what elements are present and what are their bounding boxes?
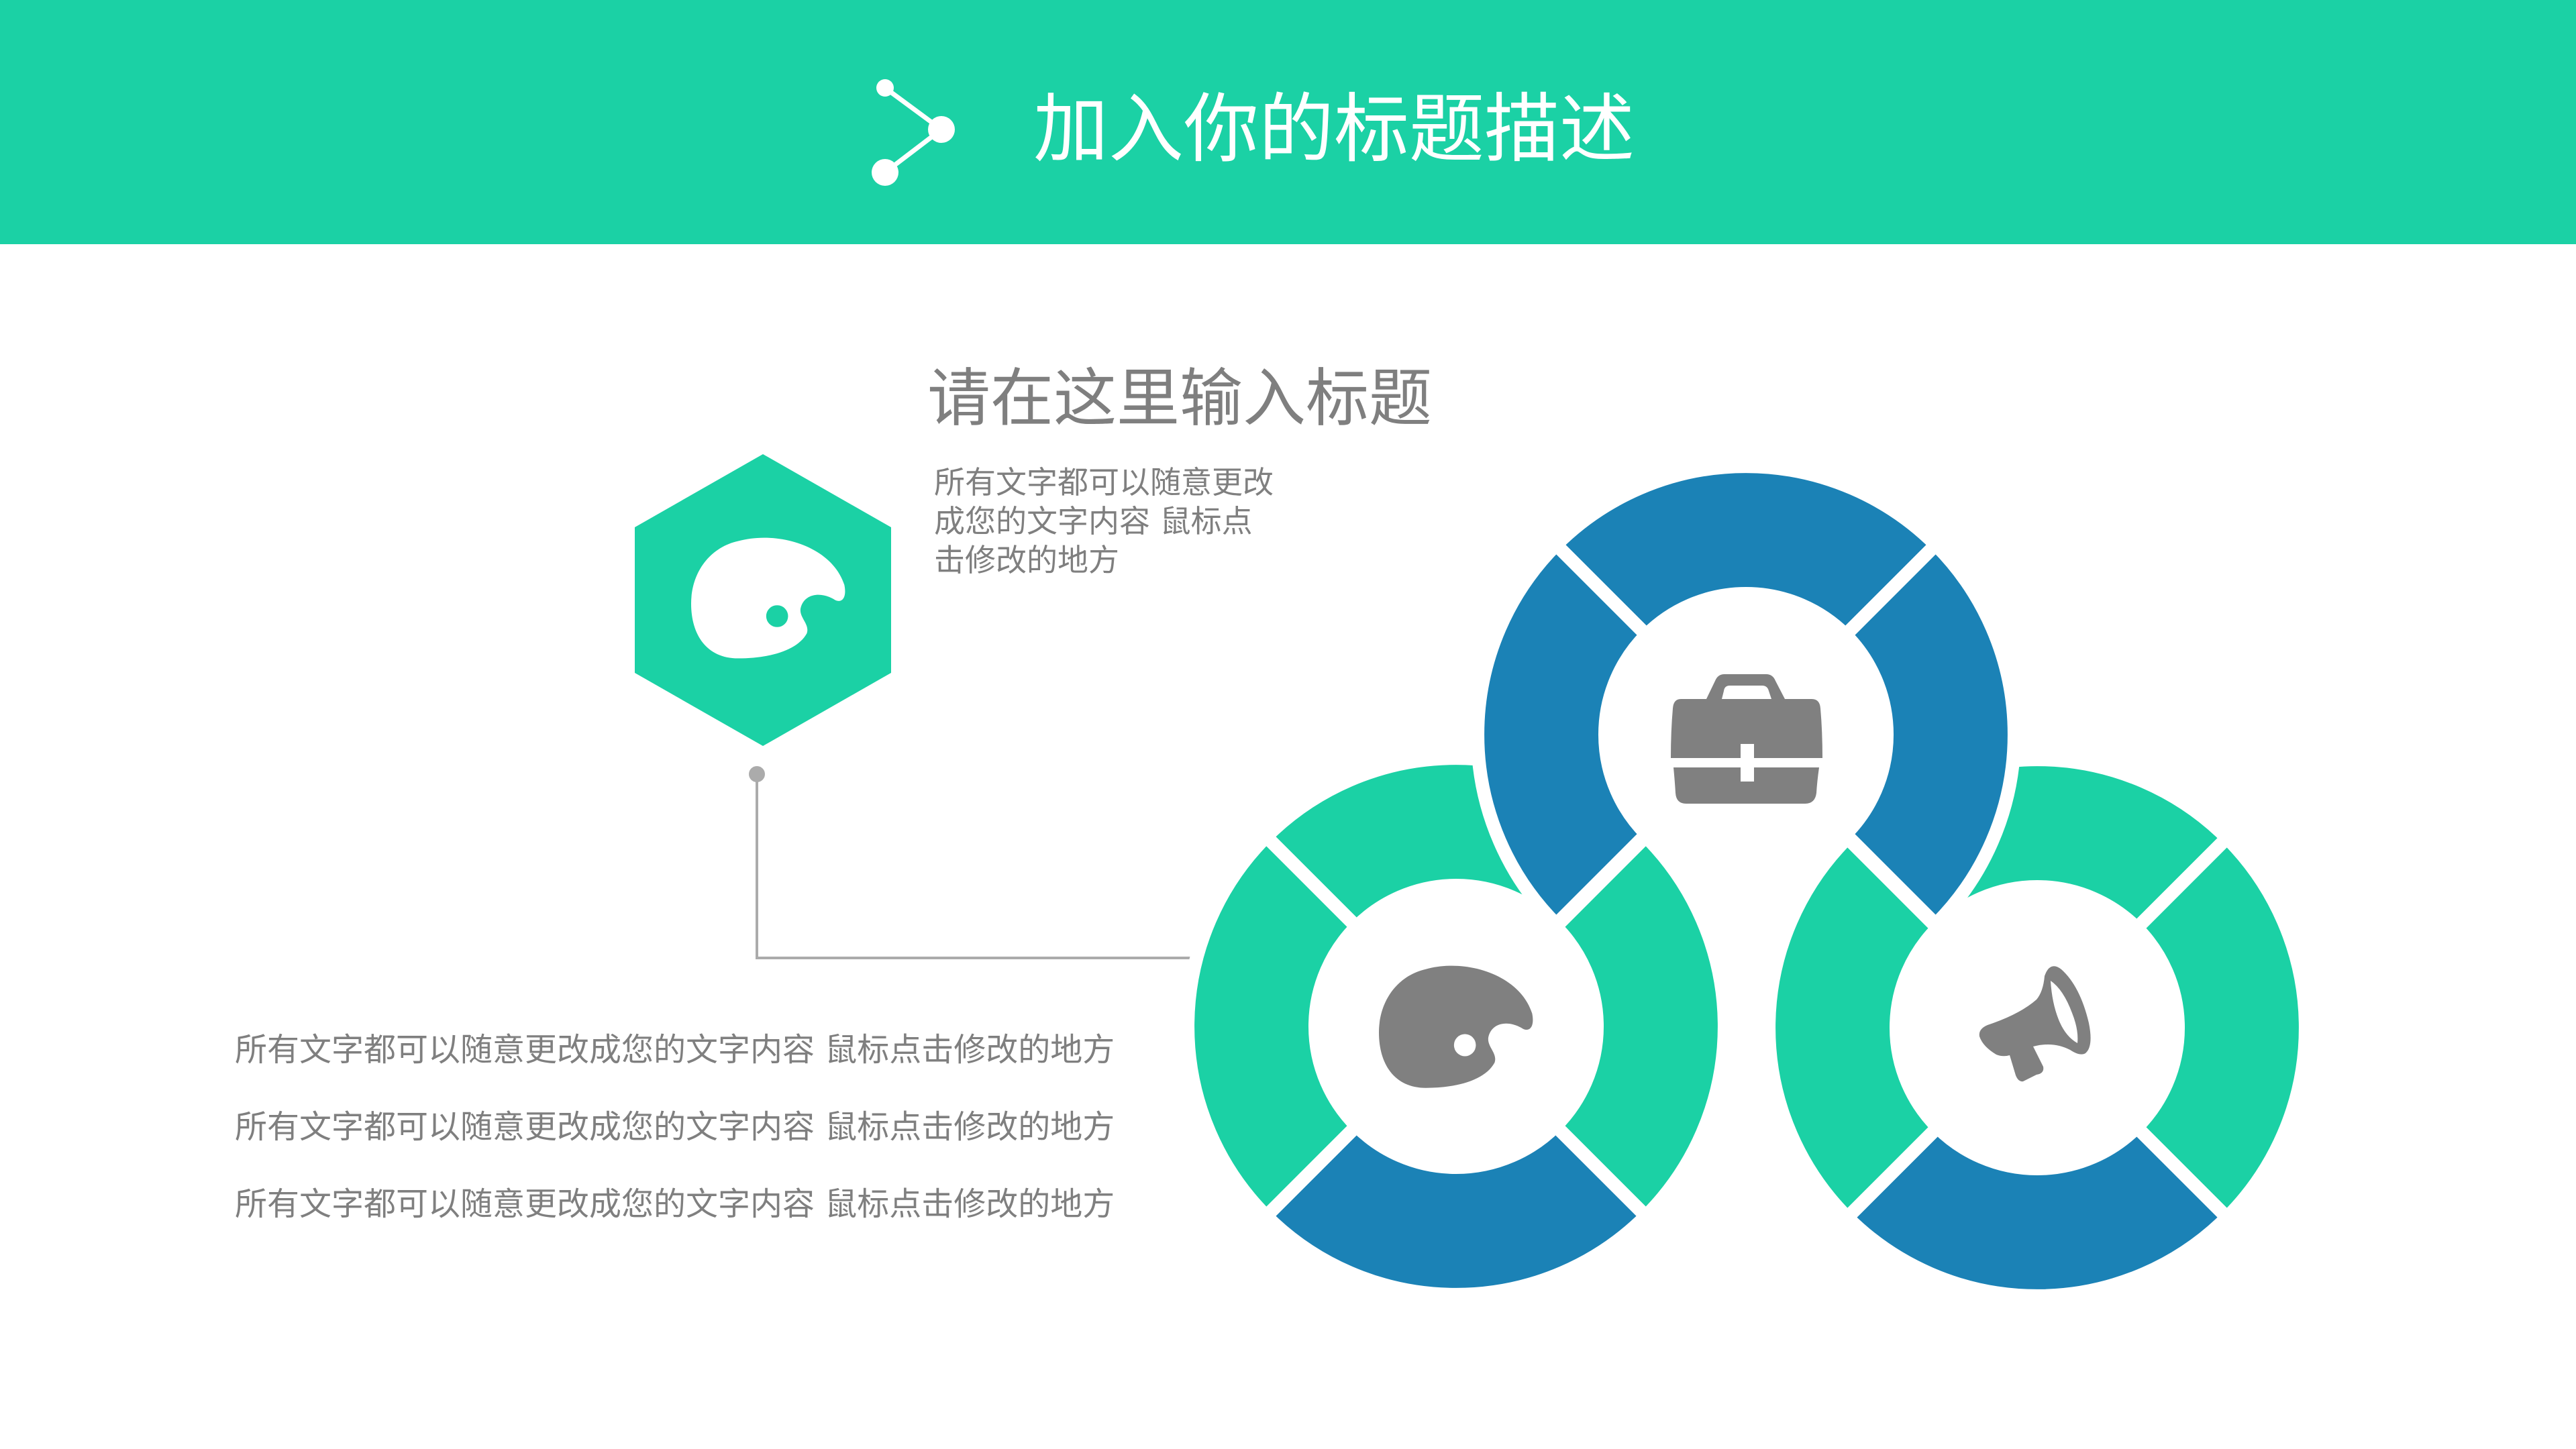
ring-left-segment-left xyxy=(1181,827,1366,1226)
bullet-list: 所有文字都可以随意更改成您的文字内容 鼠标点击修改的地方 所有文字都可以随意更改… xyxy=(235,1028,1115,1260)
header-bar: 加入你的标题描述 xyxy=(0,0,2576,244)
ring-left-segment-bottom xyxy=(1257,1116,1655,1301)
description-line: 成您的文字内容 鼠标点 xyxy=(934,503,1253,539)
briefcase-icon xyxy=(1671,674,1822,804)
description-line: 所有文字都可以随意更改 xyxy=(934,464,1274,500)
bullet-item: 所有文字都可以随意更改成您的文字内容 鼠标点击修改的地方 xyxy=(235,1031,1115,1069)
page-title: 加入你的标题描述 xyxy=(1033,86,1635,173)
ring-left-segment-right xyxy=(1546,827,1731,1226)
ring-top-segment-right xyxy=(1836,535,2021,934)
description-line: 击修改的地方 xyxy=(934,542,1119,578)
bullet-item: 所有文字都可以随意更改成您的文字内容 鼠标点击修改的地方 xyxy=(235,1185,1115,1223)
palette-icon xyxy=(691,537,845,659)
ring-right-segment-left xyxy=(1762,828,1947,1227)
connector-line xyxy=(749,766,1195,959)
ring-top-segment-top xyxy=(1547,460,1945,645)
ring-top-segment-left xyxy=(1471,535,1656,934)
ring-right-segment-bottom xyxy=(1838,1118,2236,1303)
ring-top xyxy=(1471,460,2021,934)
bullet-item: 所有文字都可以随意更改成您的文字内容 鼠标点击修改的地方 xyxy=(235,1108,1115,1146)
palette-icon xyxy=(1379,965,1533,1088)
megaphone-icon xyxy=(1979,966,2091,1082)
ring-right-segment-right xyxy=(2127,828,2312,1227)
section-title: 请在这里输入标题 xyxy=(927,362,1433,435)
ring-left xyxy=(1181,751,1731,1301)
hexagon-badge xyxy=(635,454,891,746)
share-nodes-icon xyxy=(872,79,955,186)
section-description: 所有文字都可以随意更改 成您的文字内容 鼠标点 击修改的地方 xyxy=(934,463,1310,580)
